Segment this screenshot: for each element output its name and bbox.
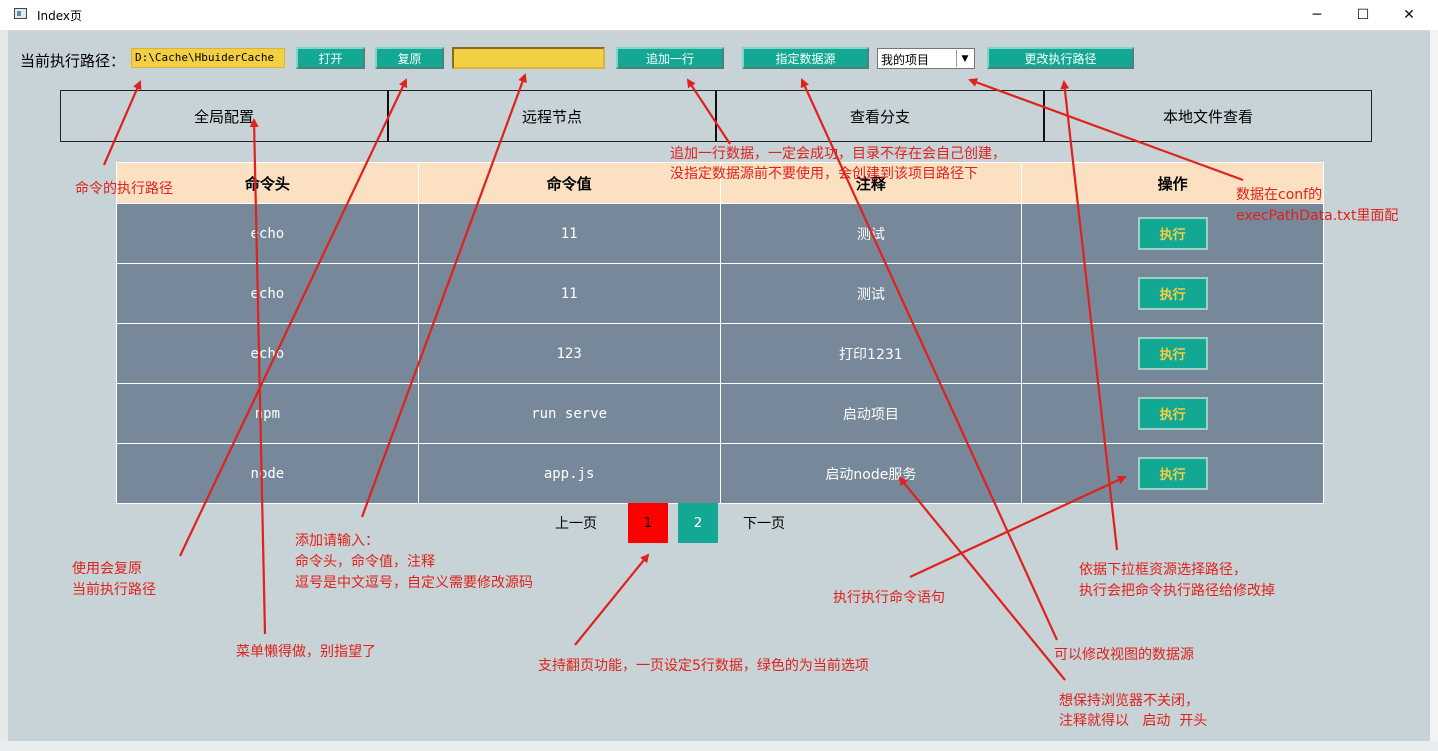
page-1-button[interactable]: 1 bbox=[628, 503, 668, 543]
cell-action: 执行 bbox=[1021, 383, 1324, 444]
execute-button[interactable]: 执行 bbox=[1137, 337, 1208, 370]
arrow-browser bbox=[898, 476, 1066, 681]
title-bar: Index页 ─ ☐ ✕ bbox=[0, 0, 1438, 31]
page-2-button[interactable]: 2 bbox=[678, 503, 718, 543]
note-input-3: 逗号是中文逗号，自定义需要修改源码 bbox=[295, 575, 533, 591]
cell-command-head: echo bbox=[116, 263, 419, 324]
execute-button[interactable]: 执行 bbox=[1137, 217, 1208, 250]
maximize-button[interactable]: ☐ bbox=[1356, 7, 1370, 23]
add-row-button[interactable]: 追加一行 bbox=[616, 47, 724, 69]
path-field[interactable]: D:\Cache\HbuiderCache bbox=[131, 48, 285, 68]
app-icon bbox=[14, 8, 27, 19]
project-select-value: 我的项目 bbox=[881, 53, 930, 67]
arrow-paging bbox=[574, 553, 650, 646]
next-page-link[interactable]: 下一页 bbox=[743, 516, 785, 532]
table-row: echo 11 测试 执行 bbox=[116, 203, 1324, 264]
close-button[interactable]: ✕ bbox=[1403, 7, 1415, 23]
note-exec-path: 命令的执行路径 bbox=[75, 181, 173, 197]
cell-note: 打印1231 bbox=[719, 323, 1023, 384]
note-conf-2: execPathData.txt里面配 bbox=[1236, 208, 1399, 224]
right-frame bbox=[1430, 30, 1438, 751]
table-row: echo 123 打印1231 执行 bbox=[116, 323, 1324, 384]
note-restore-1: 使用会复原 bbox=[72, 561, 142, 577]
cell-command-value: 123 bbox=[417, 323, 721, 384]
cell-note: 测试 bbox=[719, 263, 1023, 324]
cell-note: 启动node服务 bbox=[719, 443, 1023, 504]
cell-action: 执行 bbox=[1021, 443, 1324, 504]
note-paging: 支持翻页功能，一页设定5行数据，绿色的为当前选项 bbox=[538, 658, 869, 674]
tab-global-config[interactable]: 全局配置 bbox=[61, 91, 389, 141]
cell-action: 执行 bbox=[1021, 263, 1324, 324]
note-dropdown-1: 依据下拉框资源选择路径， bbox=[1079, 562, 1247, 578]
table-row: npm run serve 启动项目 执行 bbox=[116, 383, 1324, 444]
project-select[interactable]: 我的项目 ▼ bbox=[877, 48, 975, 69]
chevron-down-icon: ▼ bbox=[956, 50, 973, 67]
tab-bar: 全局配置 远程节点 查看分支 本地文件查看 bbox=[60, 90, 1372, 142]
note-datasource: 可以修改视图的数据源 bbox=[1054, 647, 1194, 663]
cell-note: 启动项目 bbox=[719, 383, 1023, 444]
execute-button[interactable]: 执行 bbox=[1137, 457, 1208, 490]
execute-button[interactable]: 执行 bbox=[1137, 397, 1208, 430]
cell-action: 执行 bbox=[1021, 323, 1324, 384]
data-source-button[interactable]: 指定数据源 bbox=[742, 47, 869, 69]
cell-command-head: echo bbox=[116, 323, 419, 384]
cell-note: 测试 bbox=[719, 203, 1023, 264]
cell-command-value: 11 bbox=[417, 263, 721, 324]
path-label: 当前执行路径： bbox=[20, 52, 126, 70]
command-table: 命令头 命令值 注释 操作 echo 11 测试 执行 echo 11 测试 执… bbox=[116, 162, 1324, 504]
open-button[interactable]: 打开 bbox=[296, 47, 365, 69]
note-input-1: 添加请输入： bbox=[295, 533, 379, 549]
cell-command-value: run serve bbox=[417, 383, 721, 444]
note-menu: 菜单懒得做，别指望了 bbox=[236, 644, 376, 660]
note-execute: 执行执行命令语句 bbox=[833, 590, 945, 606]
tab-remote-nodes[interactable]: 远程节点 bbox=[389, 91, 717, 141]
note-browser-1: 想保持浏览器不关闭， bbox=[1059, 693, 1199, 709]
window-title: Index页 bbox=[37, 9, 83, 23]
cell-command-head: echo bbox=[116, 203, 419, 264]
cell-command-head: npm bbox=[116, 383, 419, 444]
note-browser-2: 注释就得以 启动 开头 bbox=[1059, 713, 1208, 729]
note-add-row-2: 没指定数据源前不要使用，会创建到该项目路径下 bbox=[670, 166, 978, 182]
note-conf-1: 数据在conf的 bbox=[1236, 187, 1323, 203]
tab-view-branches[interactable]: 查看分支 bbox=[717, 91, 1045, 141]
cell-command-value: 11 bbox=[417, 203, 721, 264]
note-add-row-1: 追加一行数据，一定会成功，目录不存在会自己创建， bbox=[670, 146, 1006, 162]
change-path-button[interactable]: 更改执行路径 bbox=[987, 47, 1134, 69]
add-row-input[interactable] bbox=[452, 47, 605, 69]
table-row: echo 11 测试 执行 bbox=[116, 263, 1324, 324]
note-dropdown-2: 执行会把命令执行路径给修改掉 bbox=[1079, 583, 1275, 599]
note-restore-2: 当前执行路径 bbox=[72, 582, 156, 598]
note-input-2: 命令头，命令值，注释 bbox=[295, 554, 435, 570]
cell-command-head: node bbox=[116, 443, 419, 504]
bottom-frame bbox=[0, 741, 1438, 751]
tab-local-files[interactable]: 本地文件查看 bbox=[1162, 107, 1253, 126]
table-row: node app.js 启动node服务 执行 bbox=[116, 443, 1324, 504]
prev-page-link[interactable]: 上一页 bbox=[555, 516, 597, 532]
restore-button[interactable]: 复原 bbox=[375, 47, 444, 69]
execute-button[interactable]: 执行 bbox=[1137, 277, 1208, 310]
cell-command-value: app.js bbox=[417, 443, 721, 504]
minimize-button[interactable]: ─ bbox=[1312, 7, 1322, 23]
left-frame bbox=[0, 30, 8, 751]
